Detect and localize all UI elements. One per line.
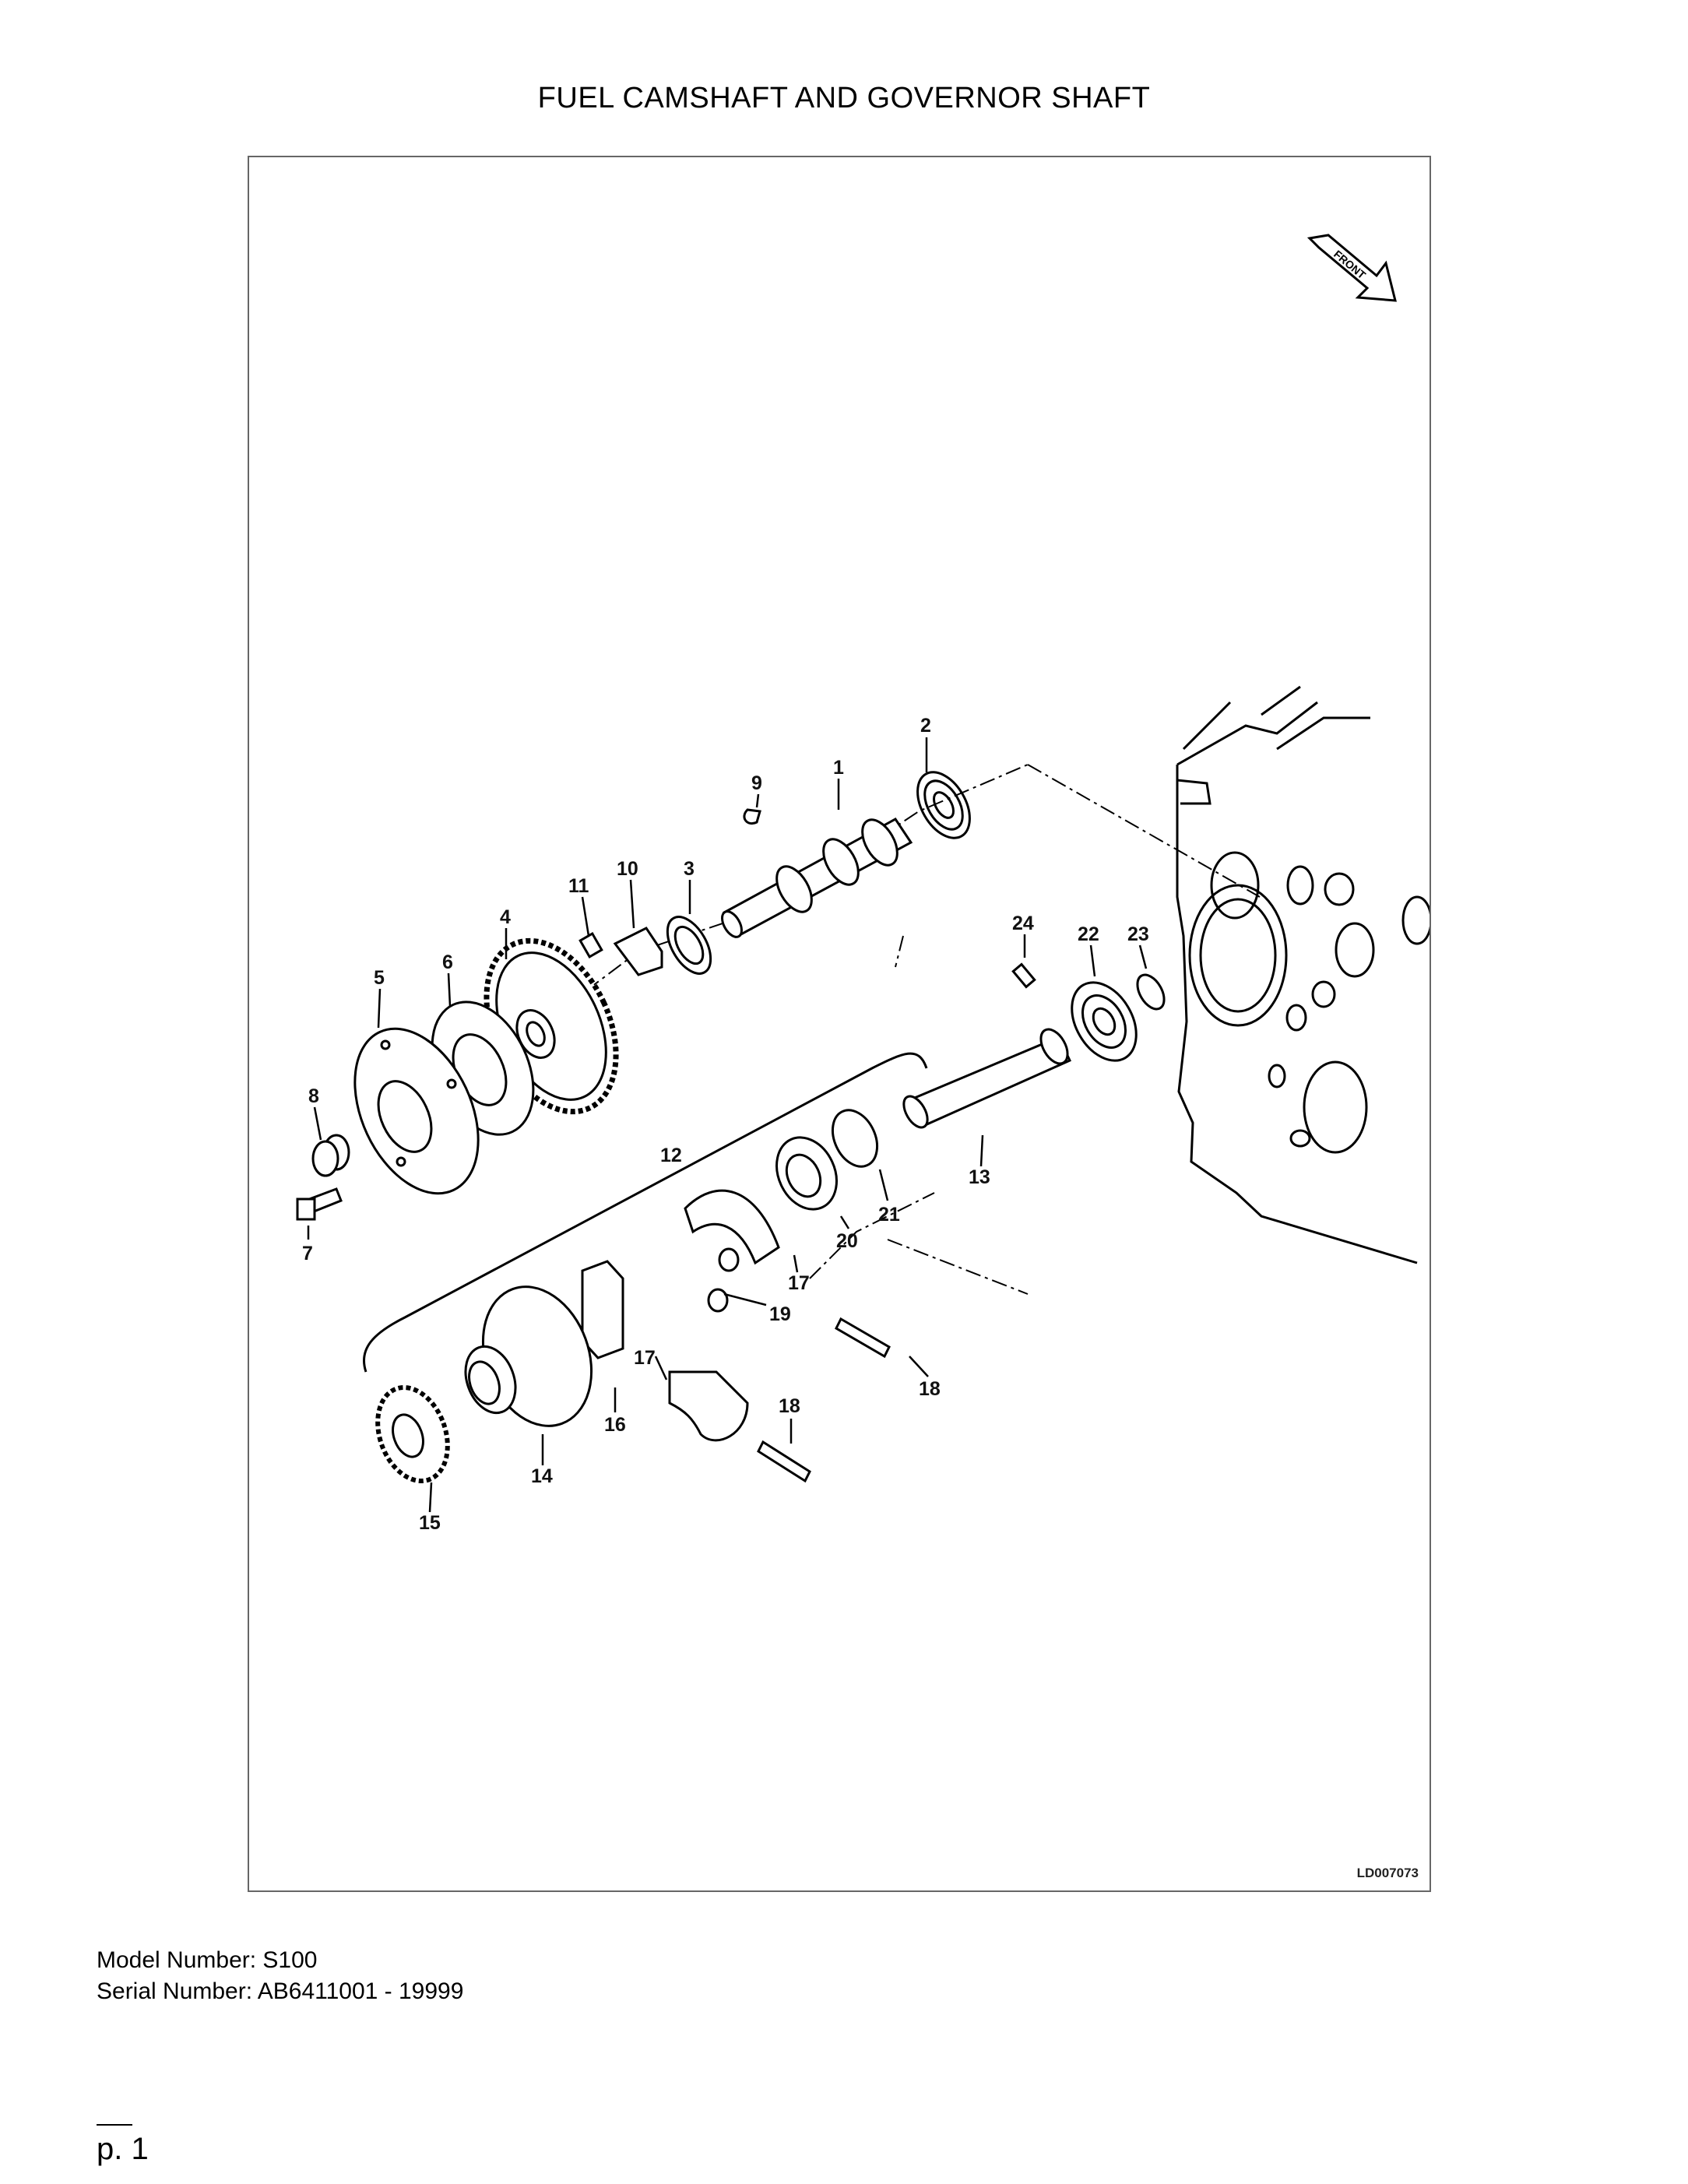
- page-title: FUEL CAMSHAFT AND GOVERNOR SHAFT: [537, 82, 1151, 114]
- part-17-weight-upper: [684, 1189, 780, 1265]
- part-22-bearing: [1071, 981, 1138, 1062]
- part-17-weight-lower: [668, 1370, 749, 1442]
- part-2-bearing: [916, 771, 971, 839]
- callout-9: 9: [751, 772, 762, 794]
- model-info: Model Number: S100 Serial Number: AB6411…: [97, 1945, 463, 2007]
- page-rule: [97, 2124, 132, 2126]
- part-19-nut: [707, 1288, 729, 1313]
- callout-13: 13: [969, 1166, 990, 1188]
- serial-number: Serial Number: AB6411001 - 19999: [97, 1978, 464, 2004]
- part-18-pin-lower: [757, 1440, 811, 1483]
- callouts: 2 1 9 3 10 11 4 6 5 8 7 12 24 22 23 13 2…: [302, 715, 1149, 1534]
- front-arrow-icon: FRONT: [1306, 234, 1397, 302]
- callout-2: 2: [920, 715, 931, 737]
- callout-23: 23: [1127, 923, 1149, 945]
- part-23-snap-ring: [1136, 973, 1166, 1011]
- part-5-cover-plate: [353, 1027, 480, 1195]
- part-11-bolt: [578, 932, 603, 958]
- part-15-gear: [375, 1384, 450, 1484]
- part-19-nut-2: [718, 1247, 740, 1272]
- callout-3: 3: [684, 858, 695, 880]
- part-21-washer: [831, 1109, 879, 1168]
- callout-10: 10: [617, 858, 638, 880]
- part-16-holder: [581, 1260, 624, 1359]
- callout-12: 12: [660, 1145, 682, 1166]
- exploded-parts-diagram: FRONT: [296, 234, 1430, 1534]
- part-8-bushing: [311, 1134, 350, 1177]
- page-number: p. 1: [97, 2132, 149, 2166]
- leader-lines: [307, 737, 1148, 1513]
- callout-21: 21: [878, 1204, 900, 1226]
- callout-8: 8: [308, 1085, 319, 1107]
- callout-5: 5: [374, 967, 385, 989]
- figure-code: LD007073: [1356, 1866, 1419, 1880]
- part-24-pin: [1011, 962, 1036, 989]
- callout-17-upper: 17: [788, 1272, 810, 1294]
- part-20-sleeve: [775, 1136, 838, 1211]
- assembly-bracket: [362, 1052, 928, 1373]
- callout-6: 6: [442, 951, 453, 973]
- part-13-governor-shaft: [902, 1028, 1072, 1129]
- callout-18-upper: 18: [919, 1378, 941, 1400]
- callout-19: 19: [769, 1303, 791, 1325]
- part-9-key: [743, 808, 761, 825]
- callout-11: 11: [568, 875, 589, 897]
- callout-1: 1: [833, 757, 844, 779]
- callout-14: 14: [531, 1465, 553, 1487]
- callout-7: 7: [302, 1243, 313, 1264]
- callout-20: 20: [836, 1230, 858, 1252]
- part-3-bearing: [666, 916, 712, 975]
- part-18-pin-upper: [835, 1317, 891, 1359]
- callout-18-lower: 18: [779, 1395, 800, 1417]
- part-10-plate: [613, 927, 663, 976]
- callout-16: 16: [604, 1414, 626, 1436]
- part-1-camshaft: [721, 818, 913, 938]
- callout-24: 24: [1012, 913, 1034, 934]
- callout-17-lower: 17: [634, 1347, 656, 1369]
- callout-15: 15: [419, 1512, 441, 1534]
- callout-4: 4: [500, 906, 511, 928]
- part-14-holder: [464, 1285, 593, 1427]
- model-number: Model Number: S100: [97, 1947, 318, 1973]
- callout-22: 22: [1078, 923, 1099, 945]
- engine-block: [1176, 685, 1430, 1264]
- part-7-bolt: [296, 1187, 343, 1221]
- diagram-frame: FRONT: [248, 156, 1431, 1892]
